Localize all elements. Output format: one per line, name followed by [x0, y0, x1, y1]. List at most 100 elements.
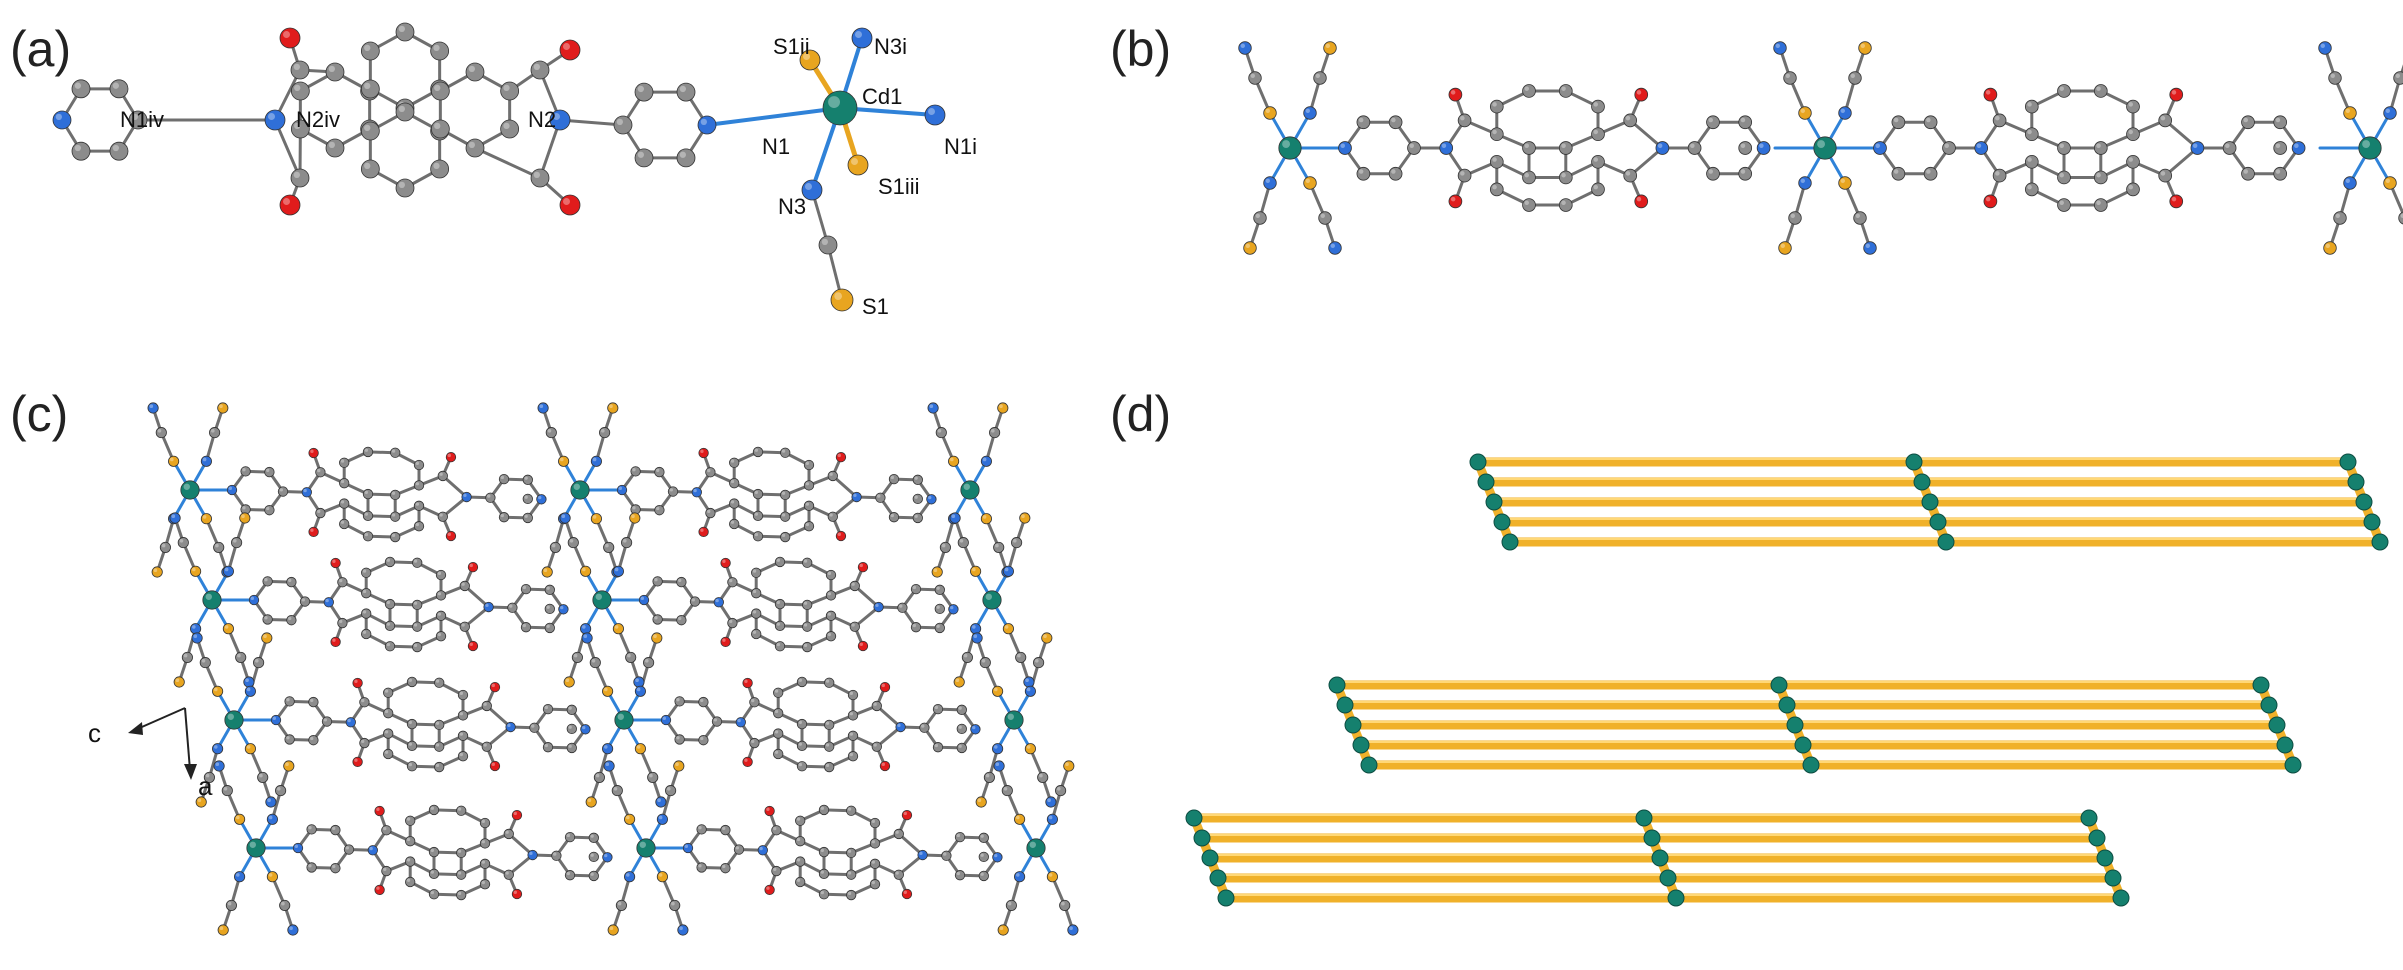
carbon-atom — [1522, 141, 1536, 155]
carbon-atom — [803, 521, 815, 532]
atom-highlight — [362, 610, 367, 614]
atom-highlight — [210, 428, 215, 433]
carbon-atom — [978, 832, 989, 843]
atom-highlight — [2192, 143, 2198, 148]
atom-highlight — [364, 532, 369, 537]
atom-highlight — [980, 853, 984, 857]
atom-highlight — [439, 472, 443, 476]
carbon-atom — [456, 889, 467, 901]
carbon-atom — [621, 537, 633, 549]
carbon-atom — [818, 868, 830, 880]
arm-atom — [677, 924, 689, 936]
nitrogen-atom — [367, 845, 378, 856]
carbon-atom — [522, 493, 533, 505]
carbon-atom — [2126, 154, 2140, 169]
cadmium-atom — [614, 710, 634, 730]
oxygen-atom — [279, 27, 301, 49]
atom-highlight — [805, 461, 809, 466]
carbon-atom — [1489, 154, 1504, 169]
arm-atom — [1243, 241, 1257, 255]
atom-highlight — [364, 490, 369, 495]
atom-highlight — [276, 786, 281, 791]
carbon-atom — [567, 537, 579, 549]
atom-highlight — [605, 543, 609, 548]
atom-highlight — [603, 745, 608, 749]
atom-highlight — [246, 745, 251, 749]
atom-highlight — [266, 468, 270, 473]
carbon-atom — [434, 677, 445, 688]
atom-highlight — [637, 85, 644, 93]
atom-highlight — [773, 867, 777, 872]
arm-atom — [1002, 623, 1014, 635]
carbon-atom — [674, 734, 685, 745]
atom-highlight — [531, 724, 535, 728]
atom-highlight — [821, 238, 828, 246]
atom-highlight — [1450, 90, 1456, 95]
node — [1778, 696, 1796, 714]
carbon-atom — [339, 518, 350, 530]
atom-highlight — [131, 113, 139, 120]
atom-highlight — [232, 538, 237, 543]
atom-highlight — [279, 488, 284, 492]
carbon-atom — [802, 641, 813, 653]
atom-highlight — [825, 721, 830, 725]
atom-highlight — [956, 833, 960, 838]
arm-atom — [265, 796, 277, 808]
nitrogen-atom — [264, 109, 286, 131]
atom-highlight — [406, 858, 411, 862]
atom-highlight — [877, 494, 881, 498]
atom-highlight — [781, 449, 786, 453]
carbon-atom — [361, 628, 372, 640]
atom-highlight — [796, 837, 801, 842]
atom-highlight — [679, 926, 683, 930]
arm-atom — [1838, 106, 1852, 120]
carbon-atom — [934, 584, 945, 595]
carbon-atom — [773, 748, 784, 760]
atom-highlight — [605, 762, 610, 766]
arm-atom — [590, 513, 602, 525]
carbon-atom — [290, 119, 310, 139]
atom-highlight — [958, 744, 962, 748]
atom-highlight — [461, 623, 465, 627]
nitrogen-atom — [895, 721, 906, 733]
bond — [485, 704, 513, 729]
arm-atom — [612, 565, 624, 577]
atom-highlight — [391, 513, 396, 517]
oxygen-atom — [1983, 87, 1998, 102]
atom-highlight — [855, 31, 862, 38]
carbon-atom — [395, 22, 415, 42]
carbon-atom — [264, 466, 275, 478]
carbon-atom — [1522, 84, 1536, 98]
bond — [273, 118, 302, 180]
atom-highlight — [825, 763, 830, 768]
bond — [2163, 146, 2199, 178]
carbon-atom — [795, 815, 806, 826]
atom-highlight — [286, 698, 290, 702]
arm-atom — [168, 455, 180, 467]
atom-highlight — [551, 543, 556, 548]
atom-highlight — [1029, 841, 1037, 848]
carbon-atom — [457, 751, 469, 762]
nitrogen-atom — [549, 109, 571, 131]
bond — [875, 704, 903, 729]
carbon-atom — [1059, 899, 1071, 911]
atom-highlight — [573, 483, 580, 491]
cadmium-atom — [570, 480, 590, 500]
atom-highlight — [635, 678, 639, 682]
atom-highlight — [914, 514, 918, 518]
atom-highlight — [434, 84, 441, 91]
atom-highlight — [1358, 117, 1364, 123]
atom-highlight — [386, 622, 391, 626]
atom-highlight — [406, 878, 411, 882]
carbon-atom — [231, 537, 243, 549]
atom-highlight — [2128, 157, 2134, 162]
atom-highlight — [463, 493, 467, 498]
carbon-atom — [262, 576, 273, 587]
atom-highlight — [653, 634, 657, 638]
atom-highlight — [754, 532, 758, 537]
carbon-atom — [654, 505, 665, 516]
atom-highlight — [859, 642, 863, 647]
oxygen-atom — [467, 640, 479, 652]
atom-highlight — [744, 758, 748, 762]
atom-highlight — [513, 890, 517, 895]
